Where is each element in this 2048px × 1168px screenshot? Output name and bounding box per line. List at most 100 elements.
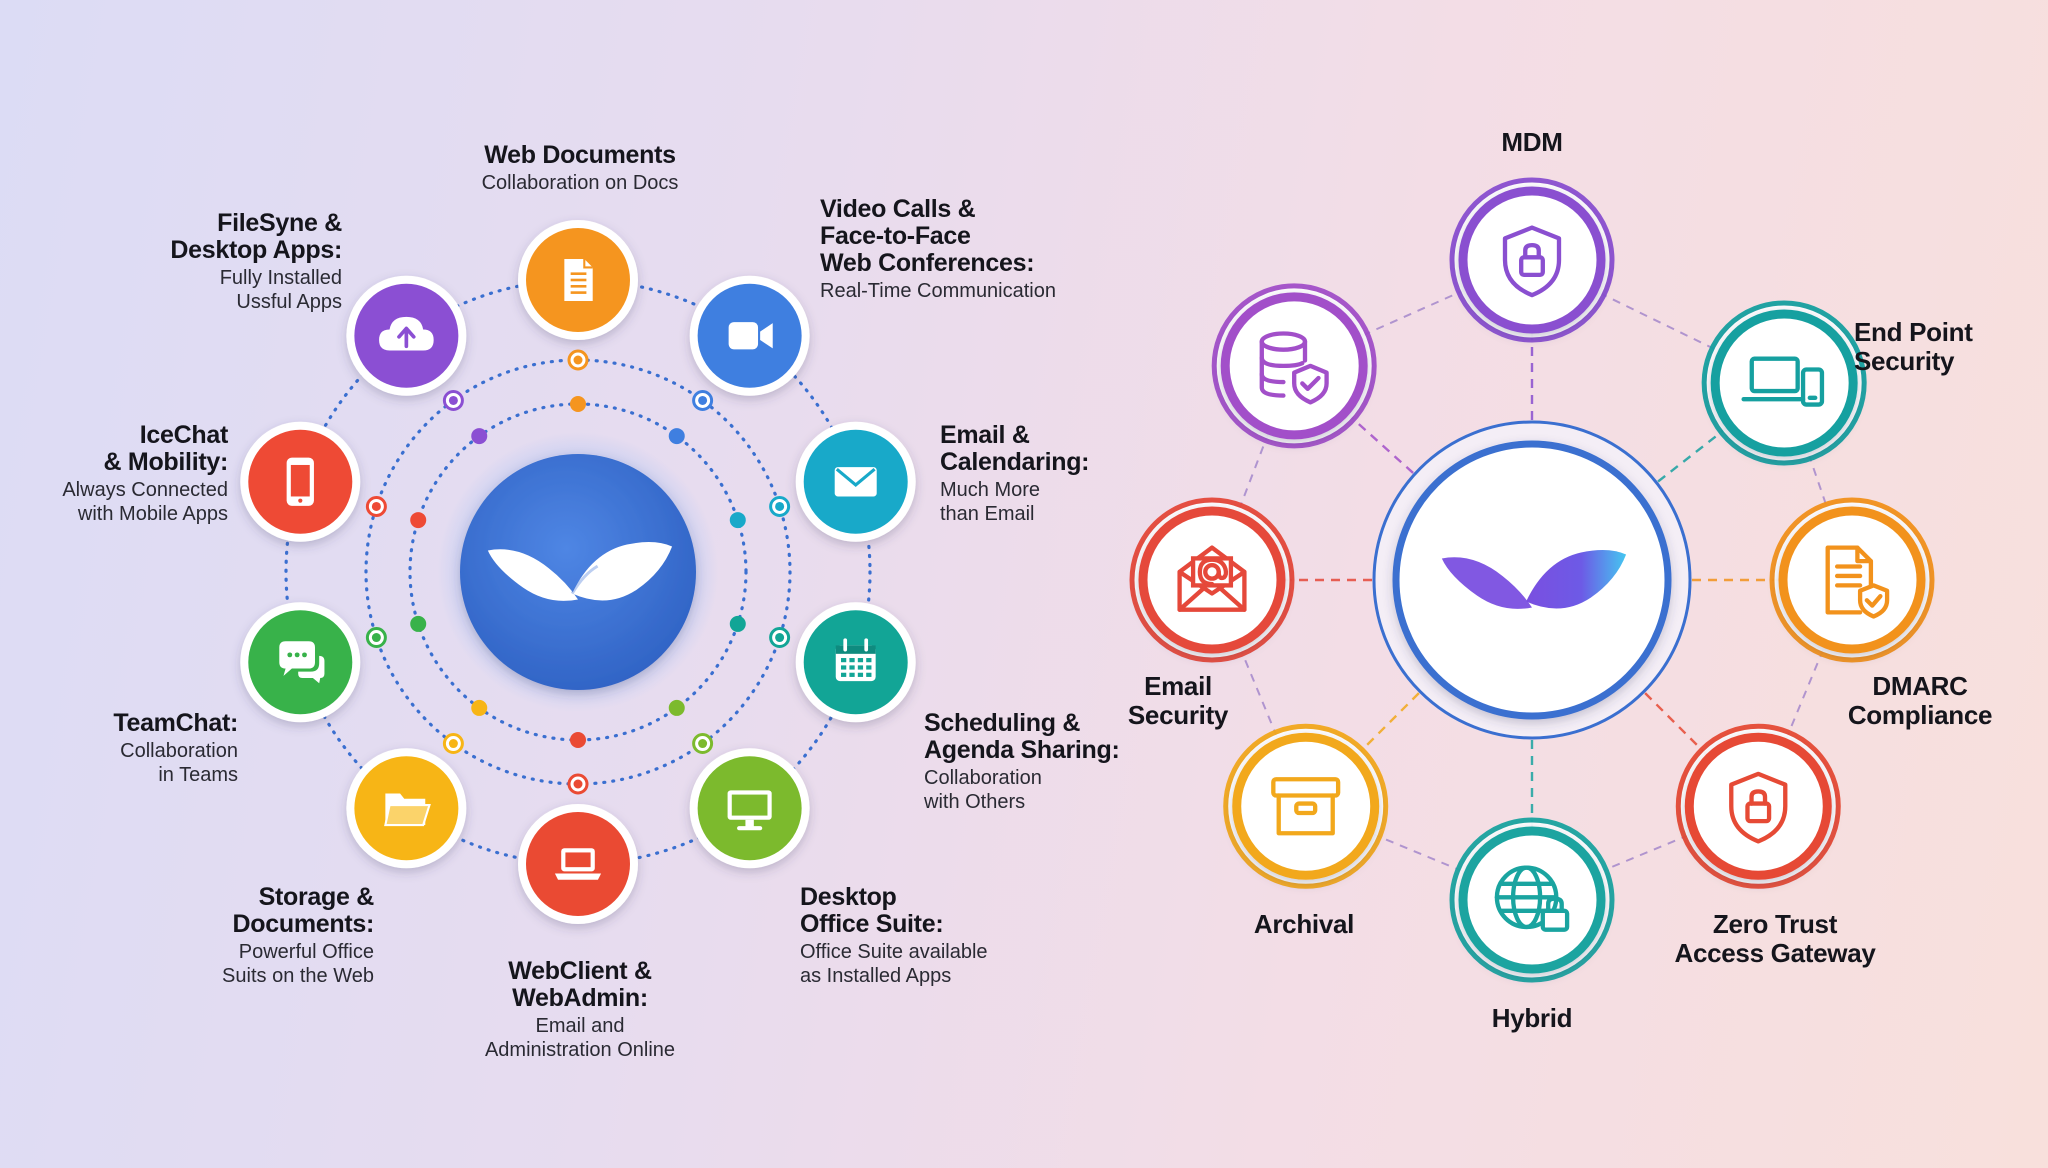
label-title: Email & Calendaring: <box>940 421 1090 476</box>
label-desc: Much More than Email <box>940 479 1041 525</box>
outer-connector <box>1305 805 1533 901</box>
node-teamchat[interactable] <box>240 602 361 723</box>
document-check-icon <box>1825 545 1890 619</box>
envelope-at-icon <box>1177 545 1247 612</box>
inner-node-dot <box>729 615 746 632</box>
cloud-upload-icon <box>379 316 434 351</box>
document-icon <box>564 259 593 301</box>
ring-node-dot-center <box>775 501 785 511</box>
node-database-security[interactable] <box>1211 283 1377 449</box>
ring-node-dot-center <box>573 355 583 365</box>
label-title: Desktop Office Suite: <box>800 883 944 938</box>
outer-connector <box>1211 579 1307 807</box>
ring-node-dot-center <box>698 395 708 405</box>
node-web-documents[interactable] <box>518 220 638 340</box>
label-hybrid: Hybrid <box>1491 1003 1573 1033</box>
node-storage-documents[interactable] <box>346 748 467 869</box>
node-inner-ring <box>1458 186 1606 334</box>
node-archival[interactable] <box>1223 723 1389 889</box>
shield-lock-icon <box>1502 225 1562 298</box>
inner-node-dot <box>410 615 427 632</box>
ring-node-dot-center <box>573 779 583 789</box>
label-teamchat: TeamChat: Collaboration in Teams <box>40 710 238 787</box>
inner-node-dot <box>570 396 586 412</box>
inner-node-dot <box>668 699 685 716</box>
ring-node-dot-center <box>371 501 381 511</box>
label-title: Web Documents <box>484 141 676 169</box>
label-archival: Archival <box>1253 909 1355 939</box>
monitor-icon <box>727 790 772 831</box>
node-mdm[interactable] <box>1449 177 1615 343</box>
label-webclient-webadmin: WebClient & WebAdmin: Email and Administ… <box>450 958 710 1062</box>
inner-node-dot <box>471 428 488 445</box>
brand-logo-icon <box>487 542 673 601</box>
label-desc: Real-Time Communication <box>820 280 1056 302</box>
label-title: TeamChat: <box>113 709 238 737</box>
node-inner-ring <box>1778 506 1926 654</box>
label-desc: Fully Installed Ussful Apps <box>219 267 342 313</box>
inner-node-dot <box>471 699 488 716</box>
node-filesync[interactable] <box>346 275 467 396</box>
label-scheduling: Scheduling & Agenda Sharing: Collaborati… <box>924 710 1154 814</box>
label-zero-trust: Zero Trust Access Gateway <box>1674 909 1876 968</box>
node-icechat[interactable] <box>240 421 361 542</box>
label-video-calls: Video Calls & Face-to-Face Web Conferenc… <box>820 196 1120 304</box>
node-zero-trust[interactable] <box>1675 723 1841 889</box>
inner-node-dot <box>410 512 427 529</box>
left-collaboration-diagram <box>240 220 916 924</box>
laptop-phone-icon <box>1741 356 1825 407</box>
chat-bubbles-icon <box>279 641 325 684</box>
label-desc: Collaboration with Others <box>924 767 1042 813</box>
label-mdm: MDM <box>1501 127 1563 157</box>
archive-box-icon <box>1271 777 1341 836</box>
shield-lock-icon <box>1729 771 1788 844</box>
node-desktop-office-suite[interactable] <box>689 748 810 869</box>
node-inner-ring <box>1232 732 1380 880</box>
database-shield-icon <box>1259 331 1329 405</box>
envelope-icon <box>834 467 877 497</box>
label-desc: Office Suite available as Installed Apps <box>800 941 988 987</box>
video-camera-icon <box>728 322 773 350</box>
inner-node-dot <box>668 428 685 445</box>
ring-node-dot-center <box>775 633 785 643</box>
label-icechat: IceChat & Mobility: Always Connected wit… <box>20 422 228 526</box>
label-email-calendaring: Email & Calendaring: Much More than Emai… <box>940 422 1140 526</box>
label-title: Video Calls & Face-to-Face Web Conferenc… <box>820 195 1035 277</box>
node-end-point-security[interactable] <box>1701 300 1867 466</box>
node-scheduling[interactable] <box>795 602 916 723</box>
globe-lock-icon <box>1494 865 1570 932</box>
node-inner-ring <box>1458 826 1606 974</box>
brand-logo-icon <box>1441 550 1627 609</box>
label-desc: Email and Administration Online <box>484 1015 676 1061</box>
label-desc: Powerful Office Suits on the Web <box>222 941 374 987</box>
label-web-documents: Web Documents Collaboration on Docs <box>450 142 710 196</box>
node-webclient-webadmin[interactable] <box>518 804 638 924</box>
label-title: WebClient & WebAdmin: <box>508 957 652 1012</box>
ring-node-dot-center <box>371 633 381 643</box>
label-desc: Collaboration in Teams <box>120 740 238 786</box>
node-inner-ring <box>1684 732 1832 880</box>
node-video-calls[interactable] <box>689 275 810 396</box>
folder-icon <box>384 793 431 827</box>
node-hybrid[interactable] <box>1449 817 1615 983</box>
outer-connector <box>1757 579 1853 807</box>
ring-node-dot-center <box>448 395 458 405</box>
node-email-security[interactable] <box>1129 497 1295 663</box>
laptop-icon <box>554 848 602 880</box>
label-desc: Collaboration on Docs <box>481 172 679 194</box>
node-dmarc-compliance[interactable] <box>1769 497 1935 663</box>
inner-node-dot <box>570 732 586 748</box>
right-security-diagram <box>1129 177 1935 983</box>
label-storage-documents: Storage & Documents: Powerful Office Sui… <box>150 884 374 988</box>
ring-node-dot-center <box>698 739 708 749</box>
outer-connector <box>1531 805 1759 901</box>
label-title: Scheduling & Agenda Sharing: <box>924 709 1120 764</box>
node-email-calendaring[interactable] <box>795 421 916 542</box>
node-inner-ring <box>1710 309 1858 457</box>
label-title: IceChat & Mobility: <box>103 421 229 476</box>
label-filesync: FileSyne & Desktop Apps: Fully Installed… <box>110 210 342 314</box>
label-dmarc-compliance: DMARC Compliance <box>1847 671 1993 730</box>
smartphone-icon <box>286 457 314 506</box>
label-desktop-office-suite: Desktop Office Suite: Office Suite avail… <box>800 884 1060 988</box>
